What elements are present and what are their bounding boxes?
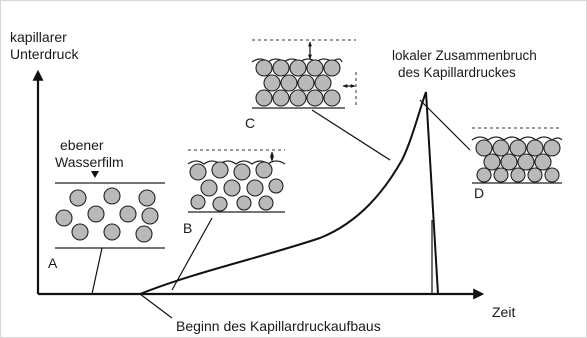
stage-c-grains [251, 39, 357, 109]
label-water-film-line2: Wasserfilm [55, 154, 124, 170]
label-collapse-line1: lokaler Zusammenbruch [392, 48, 537, 63]
label-collapse-line2: des Kapillardruckes [398, 65, 516, 80]
y-axis-label-line1: kapillarer [10, 29, 67, 45]
pressure-curve [38, 91, 439, 295]
stage-label-c: C [245, 115, 255, 131]
stage-label-d: D [474, 185, 484, 201]
leader-c [311, 109, 391, 161]
stage-d-grains [471, 127, 563, 184]
leader-start [139, 293, 173, 319]
y-axis-label-line2: Unterdruck [10, 46, 79, 62]
x-axis-label: Zeit [492, 304, 515, 320]
leader-d [419, 99, 471, 151]
stage-label-a: A [48, 255, 58, 271]
stage-a-grains [55, 182, 165, 249]
leader-b [171, 217, 213, 291]
stage-b-grains [187, 149, 286, 213]
label-start: Beginn des Kapillardruckaufbaus [176, 318, 381, 334]
stage-label-b: B [183, 220, 192, 236]
label-water-film-line1: ebener [60, 137, 104, 153]
water-surface-marker [91, 171, 99, 178]
leader-a [91, 247, 103, 295]
